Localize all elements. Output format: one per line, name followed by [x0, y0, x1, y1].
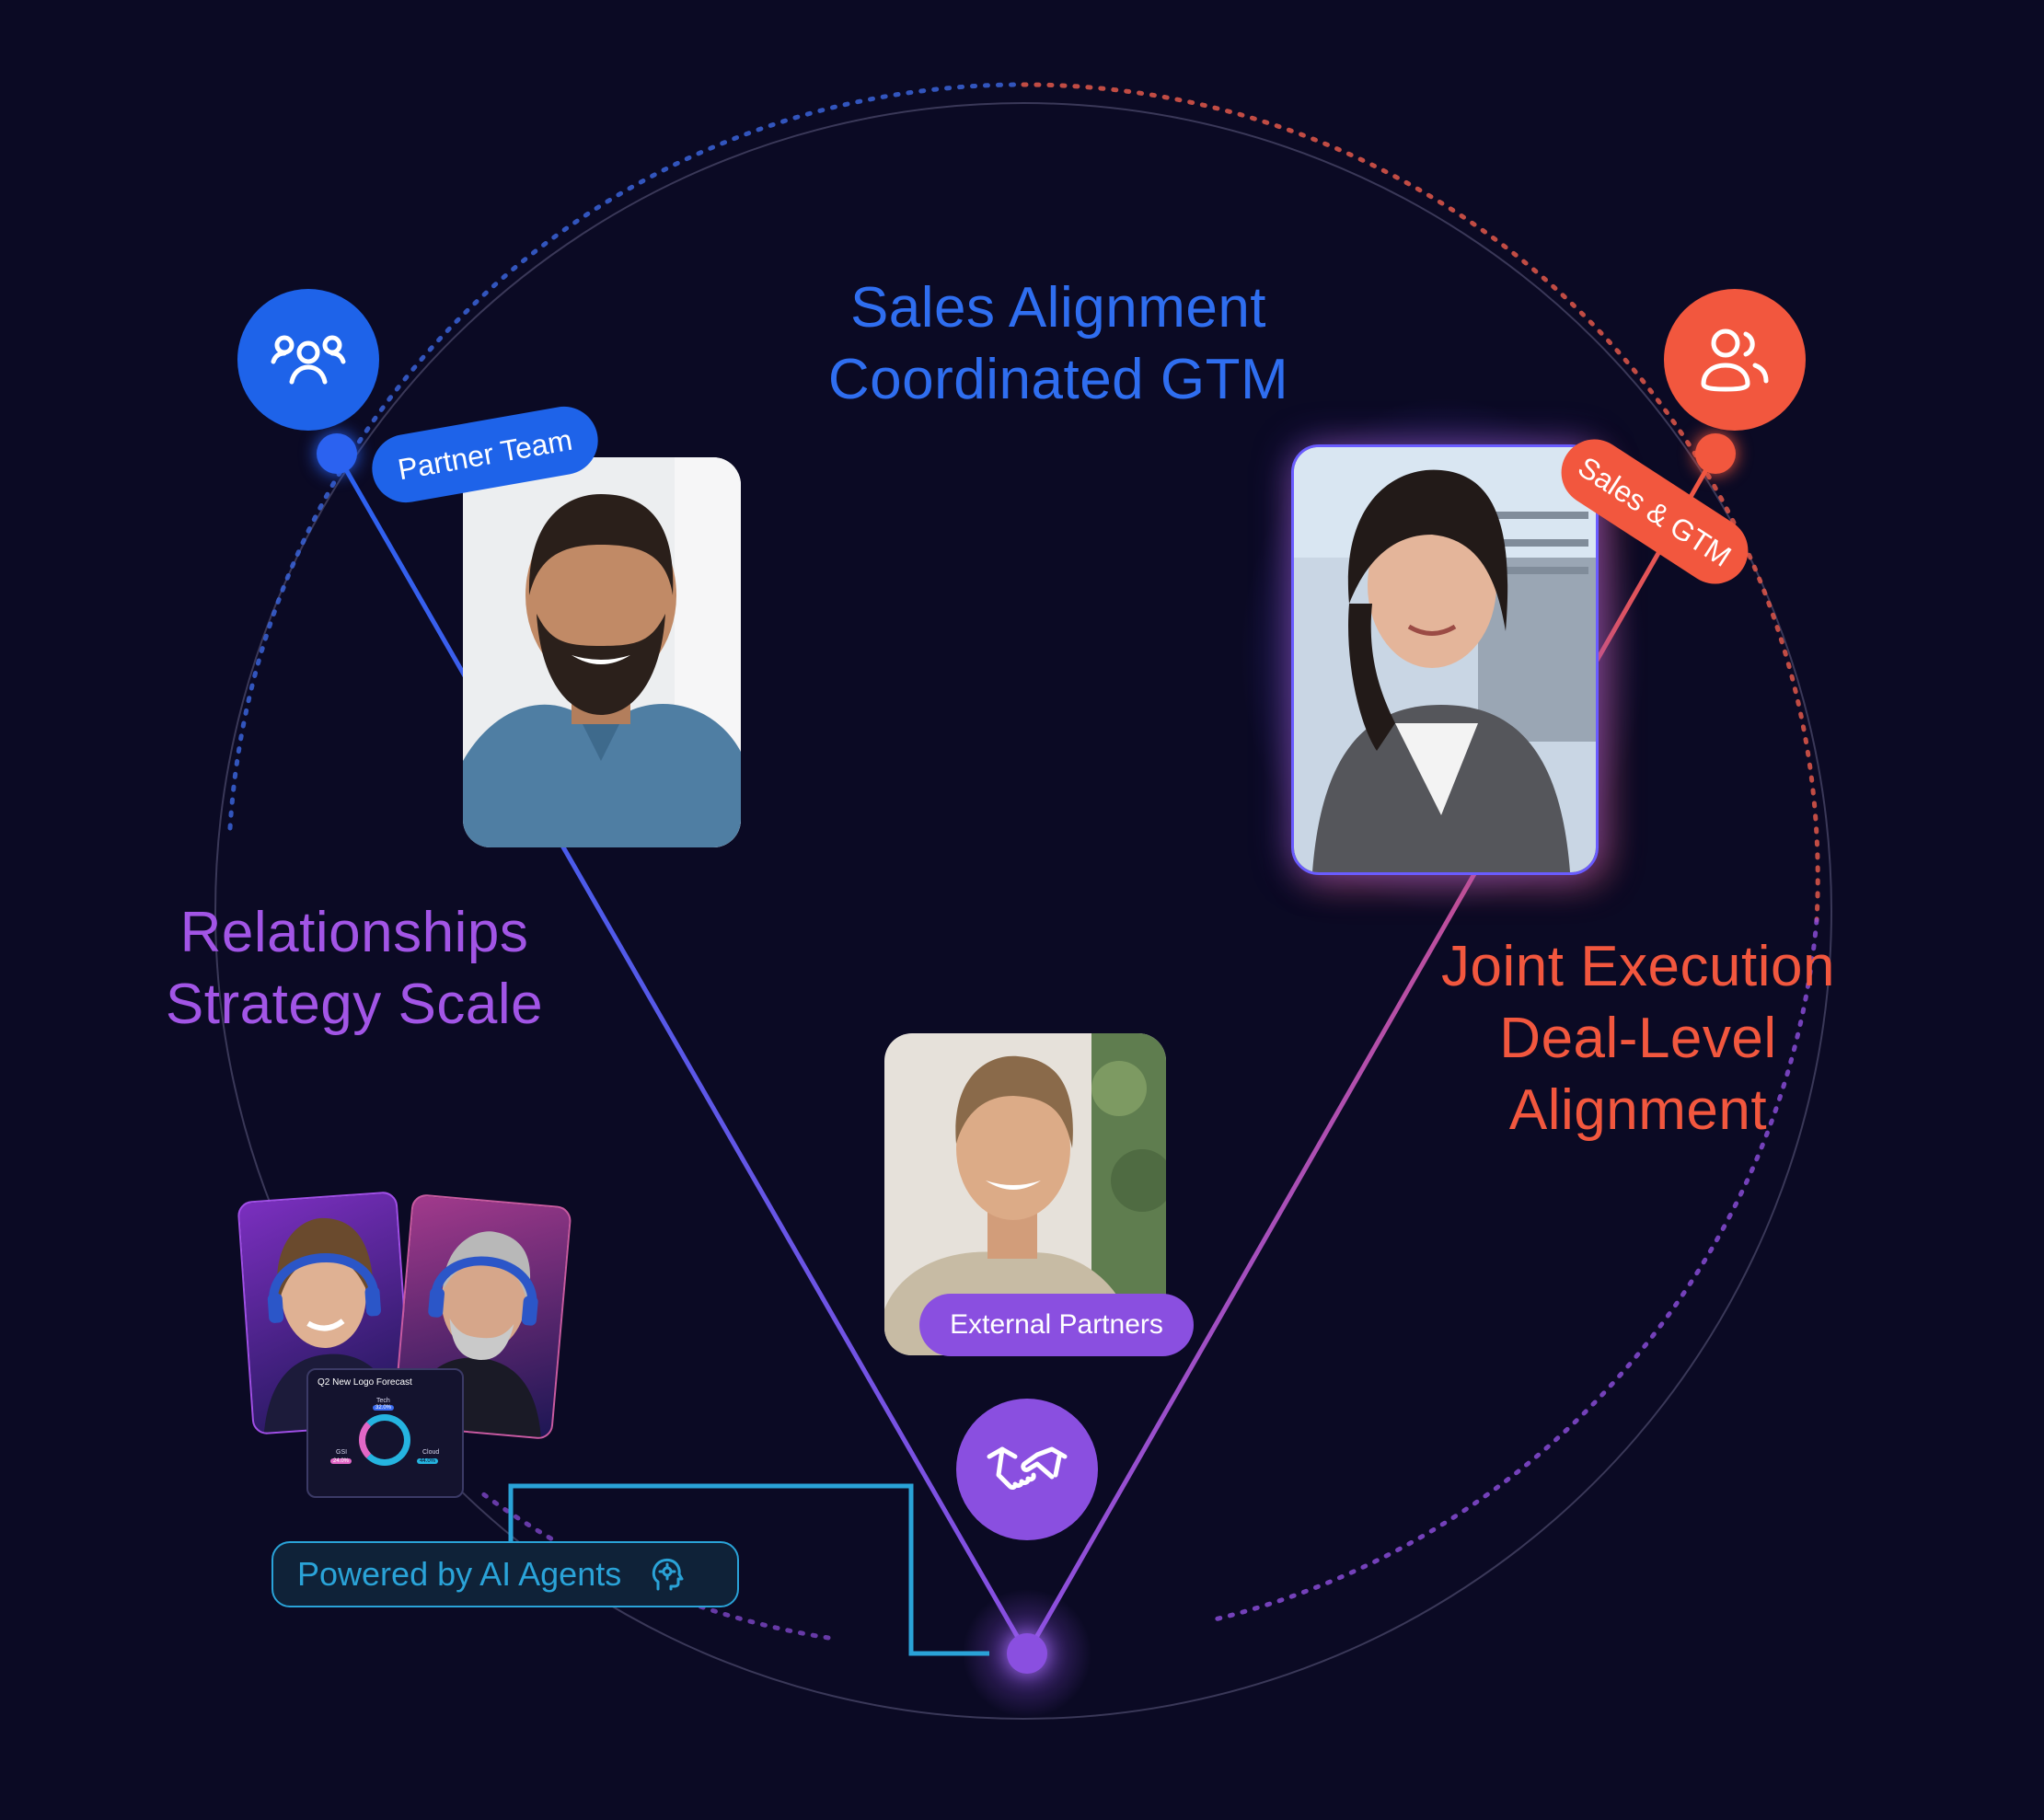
forecast-value-tech: 32.0% [373, 1405, 395, 1411]
sales-gtm-photo [1291, 444, 1599, 875]
forecast-card: Q2 New Logo Forecast Tech 32.0% GSI 24.0… [306, 1368, 464, 1498]
heading-joint-line2: Deal-Level [1499, 1007, 1777, 1070]
partner-team-node[interactable] [237, 289, 379, 431]
vertex-dot-partners [1007, 1633, 1047, 1674]
ai-agents-badge[interactable]: Powered by AI Agents [271, 1541, 739, 1607]
external-partners-node[interactable] [956, 1399, 1098, 1540]
forecast-value-cloud: 44.0% [417, 1458, 439, 1464]
heading-joint-line1: Joint Execution [1441, 935, 1835, 998]
ai-head-icon [649, 1556, 686, 1593]
vertex-dot-partner [317, 433, 357, 474]
forecast-donut [359, 1414, 410, 1466]
heading-joint-execution: Joint Execution Deal-Level Alignment [1408, 931, 1868, 1146]
heading-relationships: Relationships Strategy Scale [120, 897, 589, 1041]
heading-joint-line3: Alignment [1508, 1078, 1768, 1142]
users-group-icon [271, 335, 346, 385]
users-pair-icon [1701, 328, 1769, 392]
heading-relationships-line1: Relationships [179, 901, 529, 964]
external-partners-label[interactable]: External Partners [919, 1294, 1194, 1356]
handshake-icon [987, 1446, 1068, 1490]
forecast-label-tech: Tech [376, 1398, 390, 1404]
partner-team-label-text: Partner Team [395, 422, 575, 486]
forecast-label-cloud: Cloud [422, 1449, 440, 1456]
sales-gtm-node[interactable] [1664, 289, 1806, 431]
heading-sales-alignment: Sales Alignment Coordinated GTM [782, 272, 1334, 416]
heading-sales-line2: Coordinated GTM [827, 348, 1289, 411]
heading-sales-line1: Sales Alignment [849, 276, 1267, 340]
external-partners-label-text: External Partners [950, 1309, 1163, 1340]
forecast-card-title: Q2 New Logo Forecast [318, 1377, 412, 1388]
partner-team-photo [463, 457, 741, 847]
forecast-value-gsi: 24.0% [330, 1458, 352, 1464]
forecast-label-gsi: GSI [336, 1449, 348, 1456]
ai-agents-badge-label: Powered by AI Agents [297, 1555, 622, 1593]
heading-relationships-line2: Strategy Scale [165, 973, 544, 1036]
vertex-dot-sales [1695, 433, 1736, 474]
